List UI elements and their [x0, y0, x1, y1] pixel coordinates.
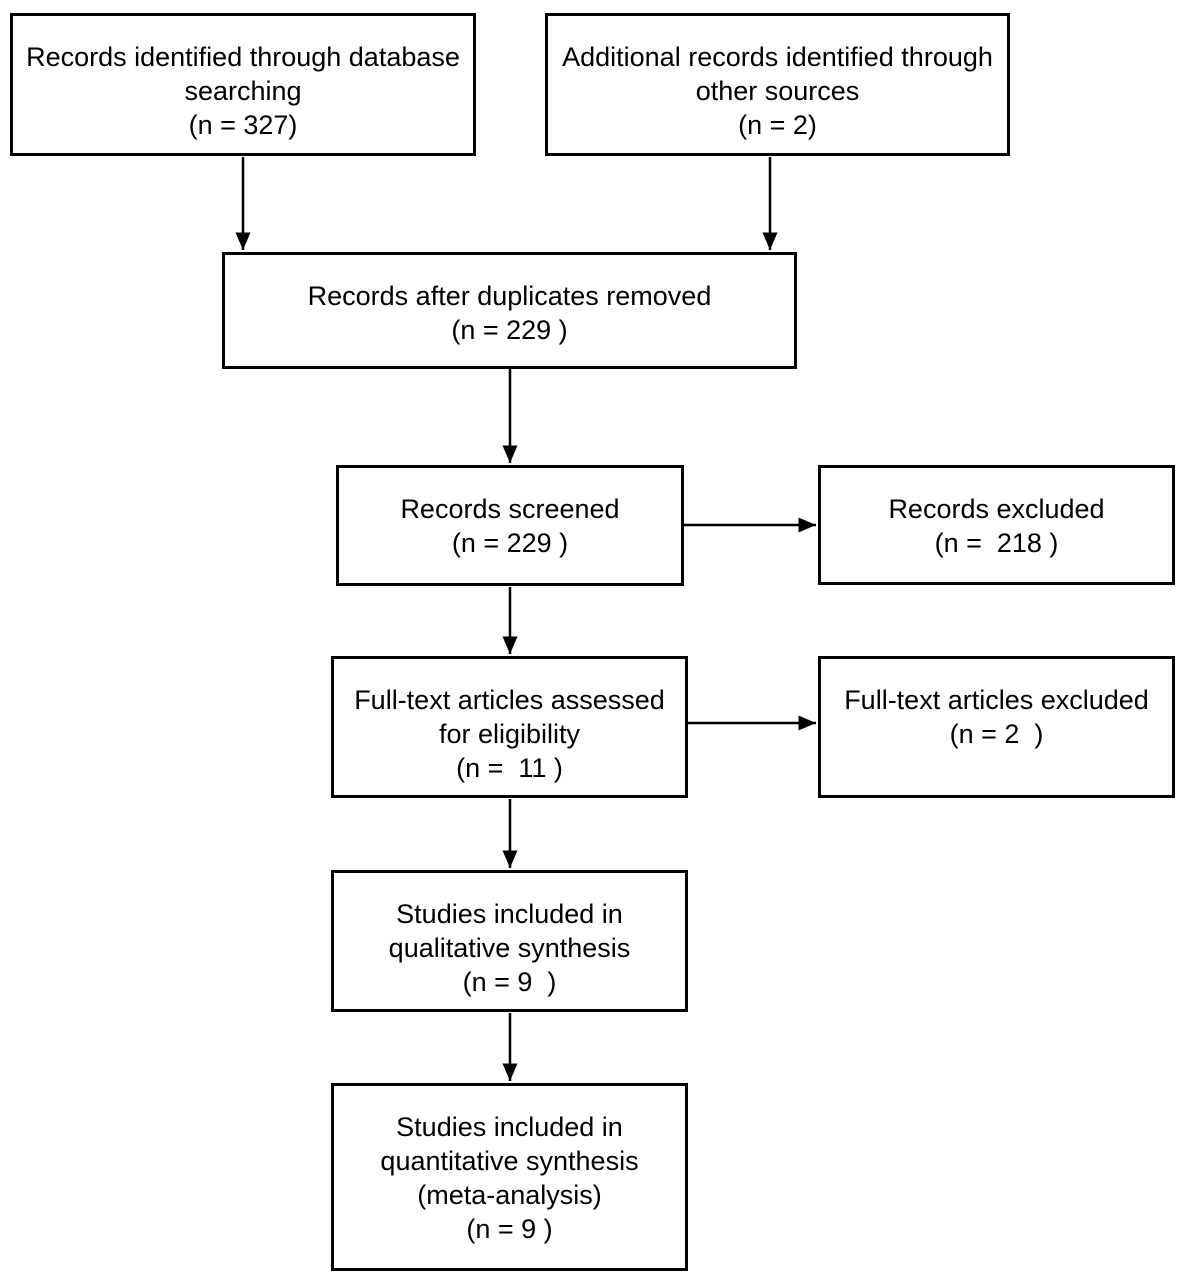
box-text-line: Studies included in — [396, 899, 623, 929]
box-count-line: (n = 9 ) — [462, 967, 557, 997]
box-text-line: for eligibility — [438, 719, 581, 749]
box-fulltext-articles-excluded: Full-text articles excluded (n = 2 ) — [818, 656, 1175, 798]
box-count-line: (n = 218 ) — [934, 528, 1059, 558]
box-count-line: (n = 2 ) — [949, 719, 1044, 749]
box-studies-qualitative-synthesis: Studies included in qualitative synthesi… — [331, 870, 688, 1012]
box-text-line: Records screened — [400, 494, 620, 524]
box-fulltext-articles-assessed: Full-text articles assessed for eligibil… — [331, 656, 688, 798]
box-count-line: (n = 9 ) — [466, 1214, 553, 1244]
box-additional-records-other-sources: Additional records identified through ot… — [545, 13, 1010, 156]
box-records-identified-database: Records identified through database sear… — [10, 13, 476, 156]
box-count-line: (n = 2) — [738, 110, 817, 140]
box-count-line: (n = 327) — [188, 110, 298, 140]
box-text-line: Full-text articles excluded — [844, 685, 1149, 715]
box-count-line: (n = 229 ) — [451, 315, 568, 345]
box-text-line: Full-text articles assessed — [354, 685, 665, 715]
box-records-after-duplicates-removed: Records after duplicates removed (n = 22… — [222, 252, 797, 369]
box-text-line: other sources — [695, 76, 860, 106]
box-text-line: Studies included in — [396, 1112, 623, 1142]
box-text-line: searching — [184, 76, 302, 106]
box-studies-quantitative-synthesis: Studies included in quantitative synthes… — [331, 1083, 688, 1271]
box-text-line: quantitative synthesis — [380, 1146, 639, 1176]
box-text-line: qualitative synthesis — [388, 933, 631, 963]
box-count-line: (n = 229 ) — [451, 528, 569, 558]
box-text-line: (meta-analysis) — [417, 1180, 602, 1210]
box-records-excluded: Records excluded (n = 218 ) — [818, 465, 1175, 585]
box-count-line: (n = 11 ) — [456, 753, 563, 783]
box-text-line: Records identified through database — [26, 42, 460, 72]
box-text-line: Additional records identified through — [562, 42, 993, 72]
box-text-line: Records excluded — [888, 494, 1105, 524]
box-records-screened: Records screened (n = 229 ) — [336, 465, 684, 586]
box-text-line: Records after duplicates removed — [307, 281, 712, 311]
